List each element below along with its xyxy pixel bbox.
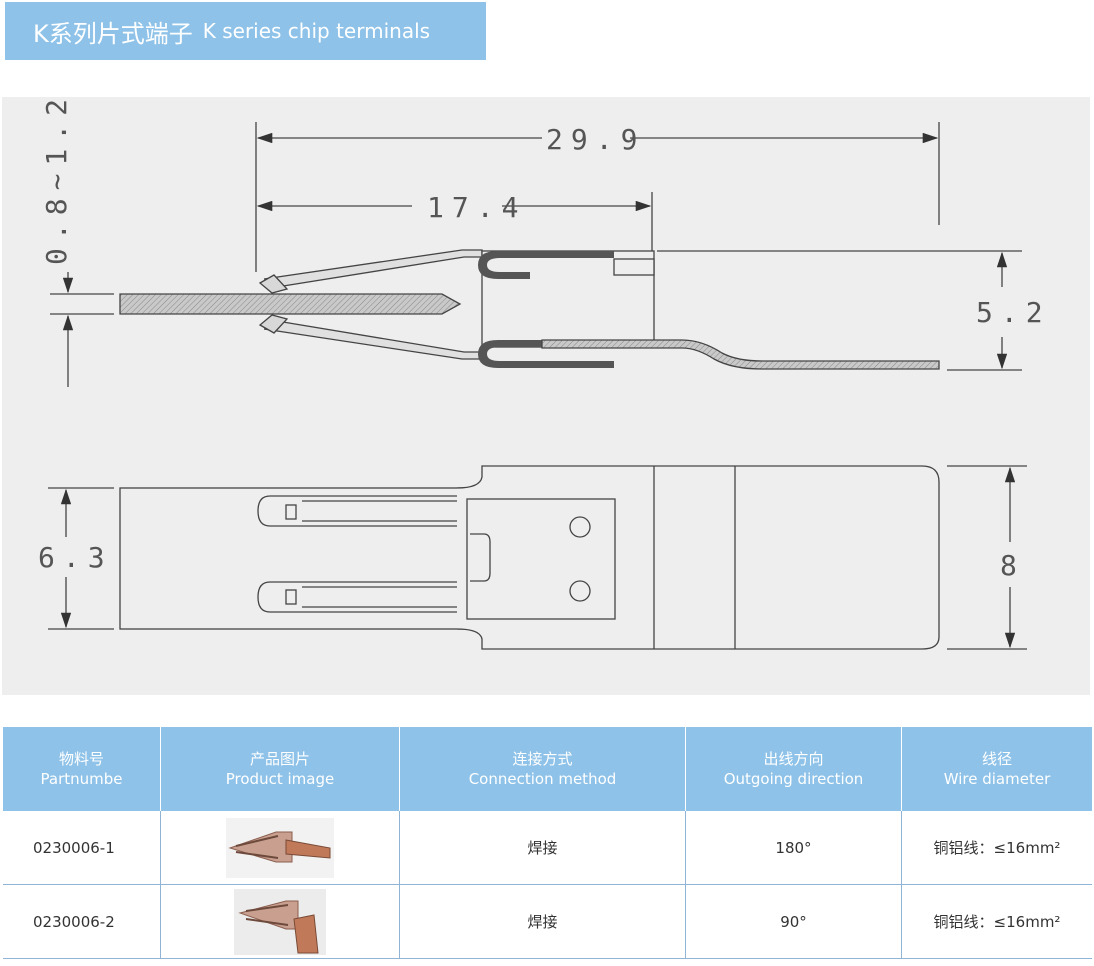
table-header-row: 物料号 Partnumbe 产品图片 Product image 连接方式 Co… bbox=[3, 727, 1092, 811]
terminal-90-photo bbox=[234, 888, 326, 955]
cell-partnumber: 0230006-1 bbox=[3, 811, 161, 885]
header-en: Product image bbox=[225, 770, 335, 788]
title-cn: K系列片式端子 bbox=[33, 19, 193, 48]
header-outgoing-direction: 出线方向 Outgoing direction bbox=[685, 727, 902, 811]
header-en: Outgoing direction bbox=[723, 770, 864, 788]
cell-wire-diameter: 铜铝线：≤16mm² bbox=[901, 811, 1092, 885]
header-wire-diameter: 线径 Wire diameter bbox=[901, 727, 1092, 811]
cell-connection: 焊接 bbox=[399, 811, 686, 885]
top-view bbox=[48, 465, 1027, 650]
cell-wire-diameter: 铜铝线：≤16mm² bbox=[901, 884, 1092, 959]
dim-inner-width: 6.3 bbox=[38, 541, 113, 574]
header-cn: 线径 bbox=[981, 750, 1012, 768]
header-cn: 产品图片 bbox=[249, 750, 310, 768]
cell-direction: 90° bbox=[685, 884, 902, 959]
table-row: 0230006-2 焊接 90° 铜铝线：≤16mm² bbox=[3, 884, 1092, 959]
title-en: K series chip terminals bbox=[202, 19, 431, 43]
cell-product-image bbox=[160, 811, 400, 885]
technical-drawing: 29.9 17.4 5.2 6.3 8 0.8~1.2 bbox=[2, 97, 1090, 695]
cell-connection: 焊接 bbox=[399, 884, 686, 959]
header-cn: 出线方向 bbox=[763, 750, 824, 768]
dim-overall-length: 29.9 bbox=[546, 123, 645, 156]
header-en: Connection method bbox=[468, 770, 617, 788]
table-row: 0230006-1 焊接 180° 铜铝线：≤16mm² bbox=[3, 811, 1092, 885]
drawing-svg: 29.9 17.4 5.2 6.3 8 0.8~1.2 bbox=[38, 97, 1051, 650]
header-en: Wire diameter bbox=[943, 770, 1051, 788]
header-cn: 物料号 bbox=[58, 750, 104, 768]
cell-direction: 180° bbox=[685, 811, 902, 885]
header-partnumber: 物料号 Partnumbe bbox=[3, 727, 161, 811]
cell-partnumber: 0230006-2 bbox=[3, 884, 161, 959]
header-connection-method: 连接方式 Connection method bbox=[399, 727, 686, 811]
header-product-image: 产品图片 Product image bbox=[160, 727, 400, 811]
dim-height: 5.2 bbox=[976, 296, 1051, 329]
header-en: Partnumbe bbox=[40, 770, 123, 788]
title-banner: K系列片式端子 K series chip terminals bbox=[5, 2, 486, 60]
spec-table: 物料号 Partnumbe 产品图片 Product image 连接方式 Co… bbox=[3, 727, 1092, 959]
terminal-180-photo bbox=[226, 817, 334, 878]
cell-product-image bbox=[160, 884, 400, 959]
header-cn: 连接方式 bbox=[512, 750, 573, 768]
dim-insertion-length: 17.4 bbox=[427, 191, 526, 224]
dim-outer-width: 8 bbox=[1000, 549, 1025, 582]
side-view bbox=[50, 122, 1022, 387]
dim-thickness-range: 0.8~1.2 bbox=[40, 97, 73, 265]
